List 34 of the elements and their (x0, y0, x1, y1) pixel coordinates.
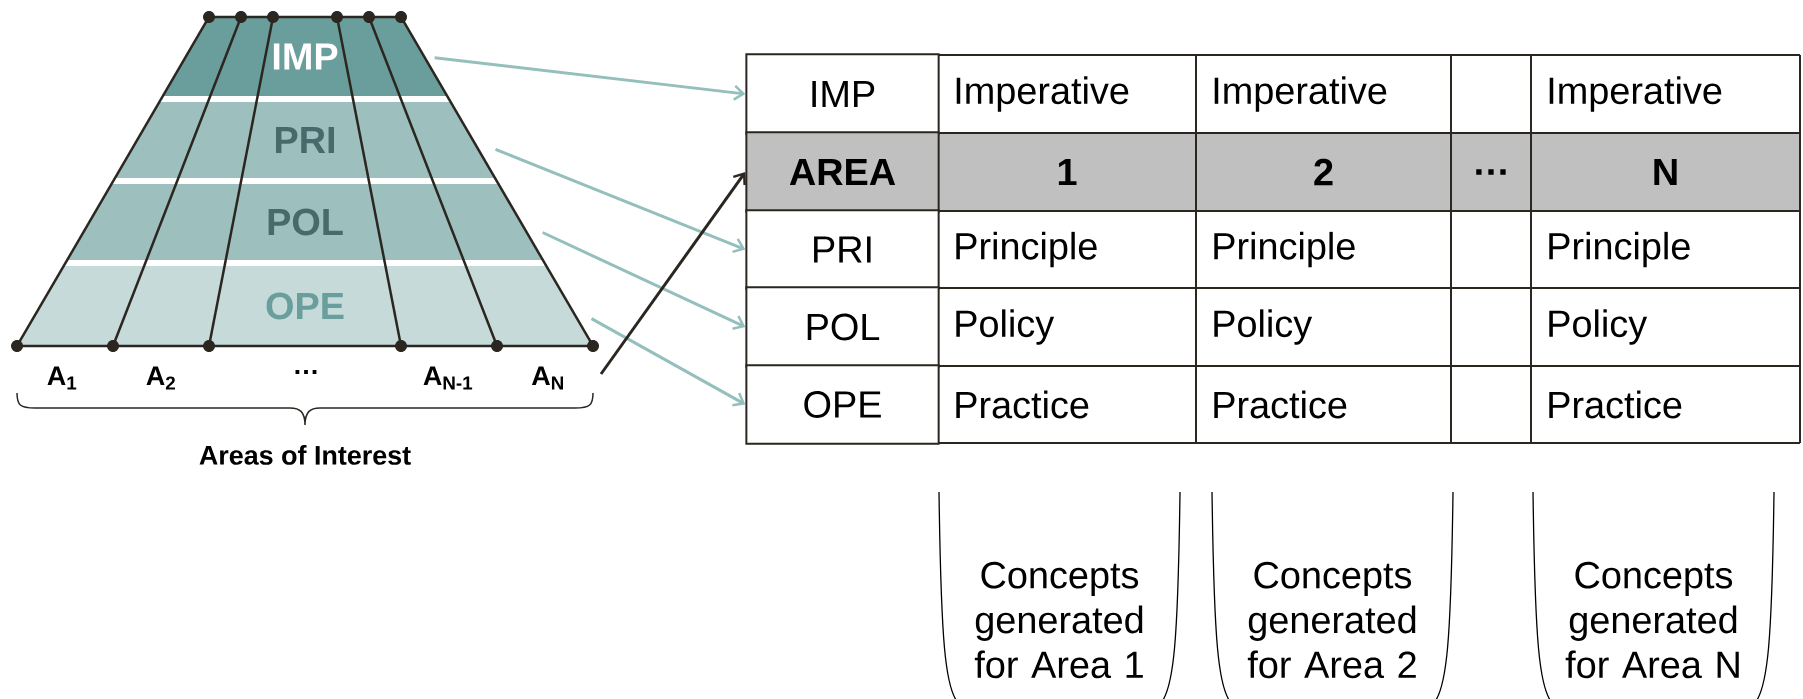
table-text: Policy (956, 309, 1055, 345)
table-text: Imperative (1549, 76, 1722, 112)
table-text: 1 (1058, 158, 1077, 185)
pyramid-band: OPE (17, 266, 593, 346)
table-text: Policy (1214, 309, 1313, 345)
table-text: Policy (1549, 309, 1648, 345)
table-text: … (1476, 169, 1506, 175)
table-text: Imperative (956, 76, 1129, 112)
pyramid-band: IMP (162, 17, 448, 96)
table-text: N (1654, 158, 1677, 185)
pyramid-band: PRI (115, 102, 495, 178)
arrow (494, 147, 746, 254)
axis-caption: Areas of Interest (199, 445, 411, 465)
row-header: POL (745, 286, 940, 368)
row-header: IMP (745, 53, 940, 135)
arrow (599, 172, 746, 375)
row-header: AREA (745, 131, 940, 213)
table-text: Principle (1214, 231, 1355, 268)
arrow (434, 56, 746, 101)
row-header: OPE (745, 364, 940, 445)
table-text: Imperative (1214, 76, 1387, 112)
table-text: Principle (956, 231, 1097, 268)
table-text: Practice (956, 390, 1089, 419)
row-header: PRI (745, 209, 940, 290)
table-text: 2 (1314, 158, 1333, 186)
table-text: Principle (1549, 231, 1690, 268)
concept-container: Concepts generated for Area N (1532, 491, 1775, 699)
arrow (590, 317, 746, 407)
table-text: Practice (1549, 390, 1682, 419)
table-text: Practice (1214, 390, 1347, 419)
concept-container: Concepts generated for Area 2 (1211, 491, 1454, 699)
concept-container: Concepts generated for Area 1 (938, 491, 1181, 699)
arrow (542, 231, 746, 330)
pyramid-band: POL (67, 184, 543, 260)
